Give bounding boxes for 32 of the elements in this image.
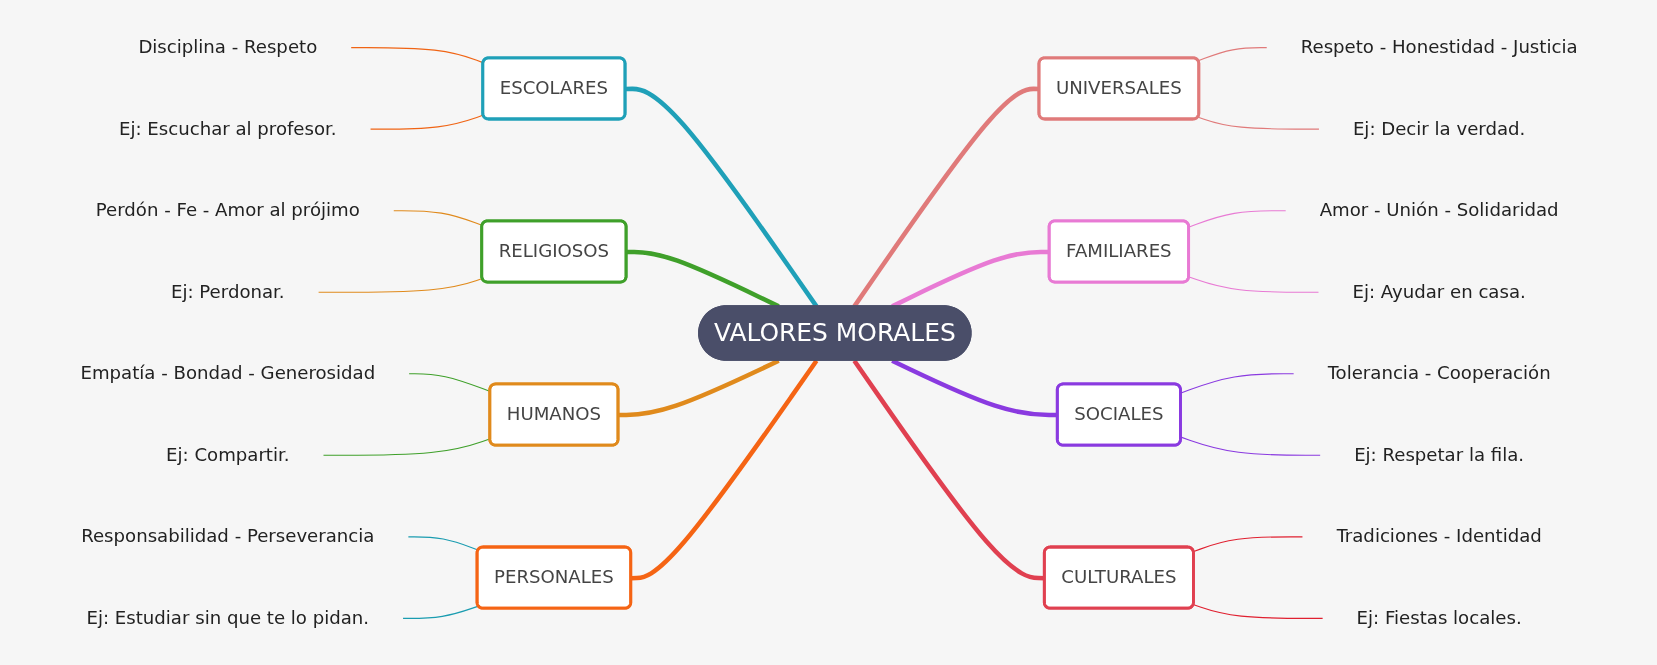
connector bbox=[1197, 116, 1319, 130]
connector bbox=[1192, 535, 1303, 552]
connector bbox=[618, 358, 780, 417]
node-text: Respeto - Honestidad - Justicia bbox=[1300, 35, 1578, 58]
connector bbox=[1192, 603, 1323, 619]
connector bbox=[1179, 436, 1321, 456]
connector bbox=[322, 437, 491, 456]
node-text: Ej: Respetar la fila. bbox=[1353, 443, 1524, 465]
node-text: Tolerancia - Cooperación bbox=[1327, 361, 1551, 384]
connector bbox=[630, 358, 818, 580]
node-text: Empatía - Bondad - Generosidad bbox=[79, 361, 375, 384]
node-text: Perdón - Fe - Amor al prójimo bbox=[95, 198, 360, 221]
connector bbox=[392, 209, 483, 226]
node-text: Ej: Estudiar sin que te lo pidan. bbox=[86, 606, 369, 629]
node-text: Ej: Escuchar al profesor. bbox=[118, 117, 337, 139]
connector bbox=[1179, 372, 1294, 394]
node-text: Ej: Decir la verdad. bbox=[1352, 117, 1525, 139]
connector bbox=[1197, 46, 1267, 61]
node-text: Ej: Fiestas locales. bbox=[1356, 606, 1522, 629]
connector bbox=[1188, 275, 1319, 293]
node-text: Tradiciones - Identidad bbox=[1335, 525, 1542, 547]
node-text: Ej: Ayudar en casa. bbox=[1351, 280, 1526, 302]
connector bbox=[401, 605, 479, 619]
connector bbox=[317, 277, 483, 293]
connector bbox=[369, 114, 484, 130]
node-text: Ej: Compartir. bbox=[165, 443, 290, 465]
node-text: Ej: Perdonar. bbox=[170, 280, 285, 302]
connector bbox=[407, 535, 479, 551]
connector bbox=[1188, 209, 1286, 228]
node-text: Amor - Unión - Solidaridad bbox=[1319, 198, 1559, 221]
node-text: Responsabilidad - Perseverancia bbox=[80, 525, 374, 547]
node-text: Disciplina - Respeto bbox=[137, 35, 317, 58]
